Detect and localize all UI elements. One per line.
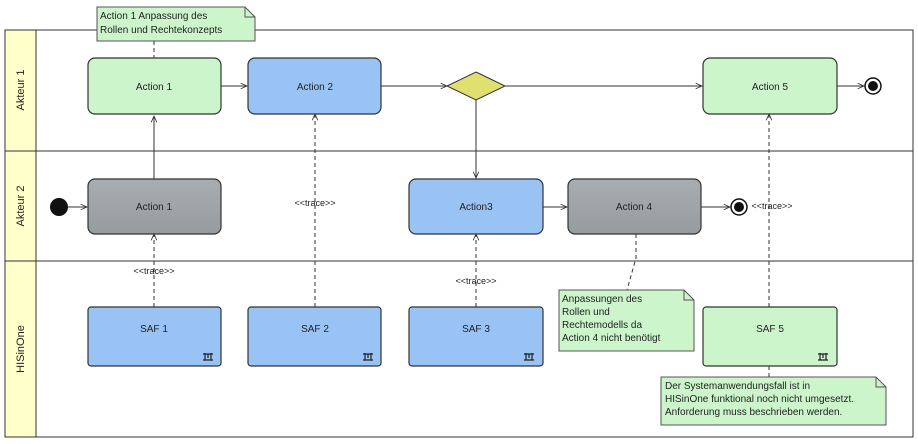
saf-3[interactable]: SAF 3: [408, 306, 544, 367]
rake-icon: [818, 353, 828, 361]
note-mid-line-1: Anpassungen des: [562, 294, 642, 305]
note-top-line-1: Action 1 Anpassung des: [100, 11, 207, 22]
lane-label-hisinone: HISinOne: [15, 325, 27, 373]
action-a2-action3-label: Action3: [459, 202, 493, 213]
action-a1-action2[interactable]: Action 2: [247, 57, 382, 115]
note-top: Action 1 Anpassung des Rollen und Rechte…: [96, 6, 256, 42]
action-a1-action2-label: Action 2: [297, 82, 334, 93]
note-top-line-2: Rollen und Rechtekonzepts: [100, 25, 222, 36]
lane-header-column: [4, 29, 37, 438]
action-a1-action5[interactable]: Action 5: [702, 57, 838, 115]
trace-label-saf5: <<trace>>: [751, 201, 792, 211]
note-bottom-line-3: Anforderung muss beschrieben werden.: [665, 407, 842, 418]
lane-label-akteur1: Akteur 1: [15, 70, 27, 111]
connectors: [68, 86, 864, 377]
note-mid: Anpassungen des Rollen und Rechtemodells…: [558, 289, 695, 352]
action-a2-action1[interactable]: Action 1: [87, 178, 222, 235]
rake-icon: [203, 353, 213, 361]
action-a2-action1-label: Action 1: [136, 202, 173, 213]
note-bottom: Der Systemanwendungsfall ist in HISinOne…: [660, 376, 887, 426]
saf-1[interactable]: SAF 1: [87, 306, 222, 367]
note-mid-line-2: Rollen und: [562, 307, 610, 318]
trace-label-saf1: <<trace>>: [133, 266, 174, 276]
decision-node[interactable]: [445, 71, 507, 101]
saf-2[interactable]: SAF 2: [247, 306, 382, 367]
action-a2-action4-label: Action 4: [616, 202, 653, 213]
note-mid-line-4: Action 4 nicht benötigt: [562, 333, 661, 344]
saf-1-label: SAF 1: [140, 324, 168, 335]
note-mid-line-3: Rechtemodells da: [562, 320, 642, 331]
action-a1-action1-label: Action 1: [136, 82, 173, 93]
note-bottom-line-1: Der Systemanwendungsfall ist in: [665, 381, 810, 392]
saf-5-label: SAF 5: [756, 324, 784, 335]
saf-5[interactable]: SAF 5: [702, 306, 838, 367]
saf-3-label: SAF 3: [462, 324, 490, 335]
final-node-a2[interactable]: [730, 198, 748, 216]
action-a1-action1[interactable]: Action 1: [87, 57, 222, 115]
rake-icon: [524, 353, 534, 361]
action-a1-action5-label: Action 5: [752, 82, 789, 93]
trace-label-saf3: <<trace>>: [455, 276, 496, 286]
saf-2-label: SAF 2: [301, 324, 329, 335]
initial-node[interactable]: [50, 198, 68, 216]
note-bottom-line-2: HISinOne funktional noch nicht umgesetzt…: [665, 394, 854, 405]
action-a2-action3[interactable]: Action3: [408, 178, 544, 235]
final-node-a1[interactable]: [864, 77, 882, 95]
rake-icon: [363, 353, 373, 361]
trace-label-saf2: <<trace>>: [294, 198, 335, 208]
note-mid-connector: [626, 234, 637, 291]
lane-label-akteur2: Akteur 2: [15, 186, 27, 227]
action-a2-action4[interactable]: Action 4: [567, 178, 702, 235]
